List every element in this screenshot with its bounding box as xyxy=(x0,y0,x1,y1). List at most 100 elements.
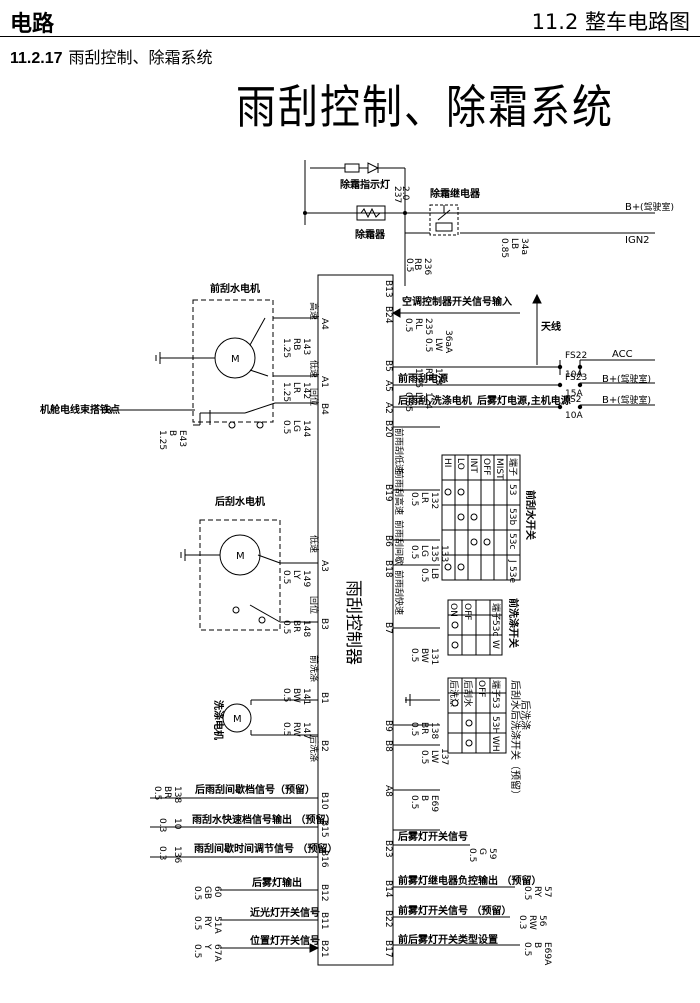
pin-b8: B8 xyxy=(383,740,393,752)
pin-b23: B23 xyxy=(383,840,393,858)
front-sw-col-1: HI xyxy=(442,458,452,467)
wire-149: 149 xyxy=(301,570,311,587)
label-b15: 雨刮水快速档信号输出 （预留） xyxy=(192,813,335,826)
wire-147: 147 xyxy=(301,722,311,739)
wire-236-color: RB xyxy=(412,258,422,270)
pin-b7: B7 xyxy=(383,622,393,634)
ground-b-label: B xyxy=(105,405,112,416)
pin-b9: B9 xyxy=(383,720,393,732)
wire-57: 57 xyxy=(542,886,552,897)
front-sw-col-6: 端子 xyxy=(507,458,519,476)
defrost-lamp-label: 除霜指示灯 xyxy=(340,178,390,191)
wire-123-size: 1.25 xyxy=(413,368,423,388)
washer-motor-label: 洗涤电机 xyxy=(212,700,225,740)
rear-sw-col-4: 端子 xyxy=(490,680,502,698)
wire-142: 142 xyxy=(301,382,311,399)
wire-51a-size: 0.5 xyxy=(192,916,202,930)
wire-141-color: BW xyxy=(291,688,301,703)
acc-label: ACC xyxy=(612,349,633,360)
wire-147-color: RW xyxy=(291,722,301,737)
front-sw-col-3: INT xyxy=(468,458,478,473)
rear-sw-row-2: 53H xyxy=(490,716,500,734)
wire-60: 60 xyxy=(212,886,222,898)
wire-149-color: LY xyxy=(291,570,301,580)
pin-b10: B10 xyxy=(319,792,329,810)
bplus-low-note: (驾驶室) xyxy=(617,394,651,406)
wire-10: 10 xyxy=(172,818,182,830)
pin-b11: B11 xyxy=(319,912,329,930)
wire-142-color: LR xyxy=(291,382,301,393)
pin-b5: B5 xyxy=(383,360,393,372)
motor-mark-rear: M xyxy=(236,551,245,562)
wire-124-size: 0.85 xyxy=(403,392,413,412)
wire-235-size: 0.5 xyxy=(403,318,413,332)
washer-sw-row-1: 53c xyxy=(490,620,500,636)
wire-e69: E69 xyxy=(429,795,439,812)
wire-131-color: BW xyxy=(419,648,429,663)
wire-133-size: 0.5 xyxy=(419,568,429,582)
label-b12: 后雾灯输出 xyxy=(252,876,302,889)
motor-mark-front: M xyxy=(231,354,240,365)
label-a3-low: 低速 xyxy=(308,535,320,553)
wire-148: 148 xyxy=(301,620,311,637)
pin-b16: B16 xyxy=(319,850,329,868)
wire-e69a-size: 0.5 xyxy=(522,942,532,956)
label-b1-front-wash: 前洗涤 xyxy=(308,655,320,682)
label-b22: 前雾灯开关信号 （预留） xyxy=(398,904,511,917)
rear-sw-col-2: 后刮水 xyxy=(462,680,474,707)
washer-sw-col-3: 端子 xyxy=(490,603,502,621)
label-b20: 前雨刮低速 xyxy=(393,428,405,473)
pin-b6: B6 xyxy=(383,535,393,547)
chassis-ground-label: 机舱电线束搭铁点 xyxy=(40,403,120,416)
wire-143-size: 1.25 xyxy=(281,338,291,358)
label-b10: 后雨刮间歇档信号（预留） xyxy=(195,783,315,796)
label-b11: 近光灯开关信号 xyxy=(250,906,320,919)
label-b2-rear-wash: 后洗涤 xyxy=(308,735,320,762)
label-a1-low: 低速 xyxy=(308,360,320,378)
fuse-fs22-amp: 10A xyxy=(565,370,583,380)
wire-60-color: GB xyxy=(202,886,212,899)
pin-b17: B17 xyxy=(383,940,393,958)
label-b23: 后雾灯开关信号 xyxy=(398,830,468,843)
wire-132: 132 xyxy=(429,492,439,509)
wire-236: 236 xyxy=(422,258,432,275)
wire-34a: 34a xyxy=(519,238,529,255)
wire-141-size: 0.5 xyxy=(281,688,291,702)
section-number: 11.2.17 xyxy=(10,50,63,67)
wire-51a-color: RY xyxy=(202,916,212,928)
wire-137-size: 0.5 xyxy=(419,750,429,764)
label-a2: 后雾灯电源,主机电源 xyxy=(477,394,571,407)
wire-236-size: 0.5 xyxy=(404,258,414,272)
wire-131: 131 xyxy=(429,648,439,665)
wire-36a-size: 0.5 xyxy=(423,338,433,352)
wire-143: 143 xyxy=(301,338,311,355)
label-b3-return: 回位 xyxy=(308,596,320,614)
page-header: 电路 11.2 整车电路图 xyxy=(0,0,700,40)
label-b6: 前雨刮间歇 xyxy=(393,520,405,565)
wire-67a-color: Y xyxy=(202,943,212,950)
wire-133-color: LB xyxy=(429,568,439,579)
wire-135-color: LG xyxy=(419,545,429,557)
wire-36a: 36aA xyxy=(443,330,453,354)
wire-e69-size: 0.5 xyxy=(409,795,419,809)
wire-123: 123 xyxy=(433,368,443,385)
wire-135-size: 0.5 xyxy=(409,545,419,559)
pin-b15: B15 xyxy=(319,820,329,838)
wire-57-size: 0.5 xyxy=(522,886,532,900)
wire-67a: 67A xyxy=(212,944,222,962)
pin-a8: A8 xyxy=(383,785,393,797)
wire-131-size: 0.5 xyxy=(409,648,419,662)
wire-e69-color: B xyxy=(419,795,429,801)
wire-59-color: G xyxy=(477,848,487,855)
label-b18: 前雨刮快速 xyxy=(393,570,405,615)
wire-124: 124 xyxy=(423,392,433,409)
fuse-fs23-amp: 15A xyxy=(565,389,583,399)
wire-e69a: E69A xyxy=(542,942,552,966)
diagram-title: 雨刮控制、除霜系统 xyxy=(236,81,614,135)
wire-e43-color: B xyxy=(167,430,177,436)
wire-147-size: 0.5 xyxy=(281,722,291,736)
front-sw-row-1: 53 xyxy=(507,484,517,495)
bplus-mid-label: B+ xyxy=(602,374,617,385)
